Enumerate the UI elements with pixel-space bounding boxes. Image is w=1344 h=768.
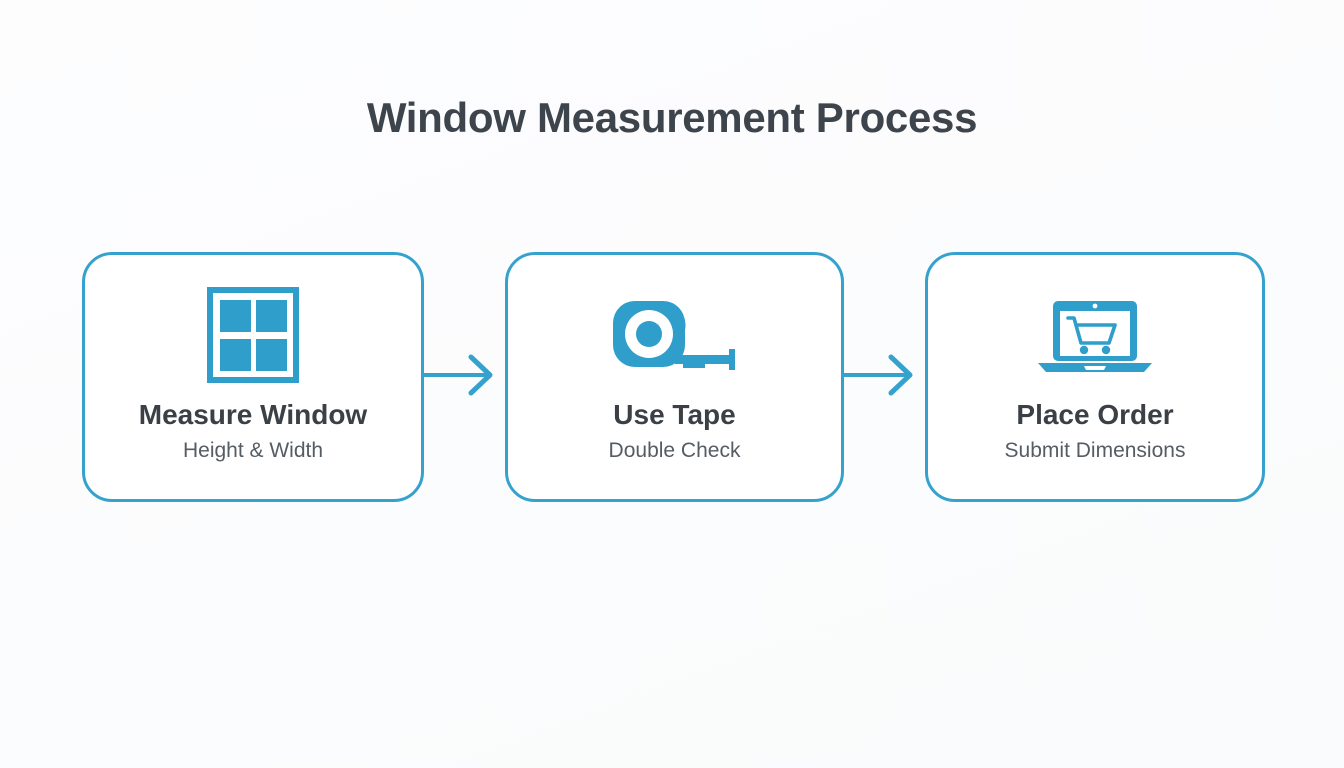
card-subtitle: Height & Width	[182, 439, 324, 462]
arrow-right-icon	[422, 352, 504, 398]
card-title: Use Tape	[613, 399, 736, 430]
card-title: Measure Window	[138, 399, 368, 430]
page-title: Window Measurement Process	[366, 94, 978, 141]
process-step-card-place-order[interactable]: Place Order Submit Dimensions	[925, 252, 1265, 502]
card-title: Place Order	[1016, 399, 1174, 430]
process-step-card-measure-window[interactable]: Measure Window Height & Width	[82, 252, 424, 502]
process-step-card-use-tape[interactable]: Use Tape Double Check	[505, 252, 844, 502]
arrow-right-icon	[842, 352, 924, 398]
tape-measure-icon	[611, 287, 739, 383]
laptop-shopping-cart-icon	[1037, 287, 1153, 383]
window-pane-icon	[207, 287, 299, 383]
card-subtitle: Double Check	[608, 439, 741, 462]
card-subtitle: Submit Dimensions	[1004, 439, 1186, 462]
